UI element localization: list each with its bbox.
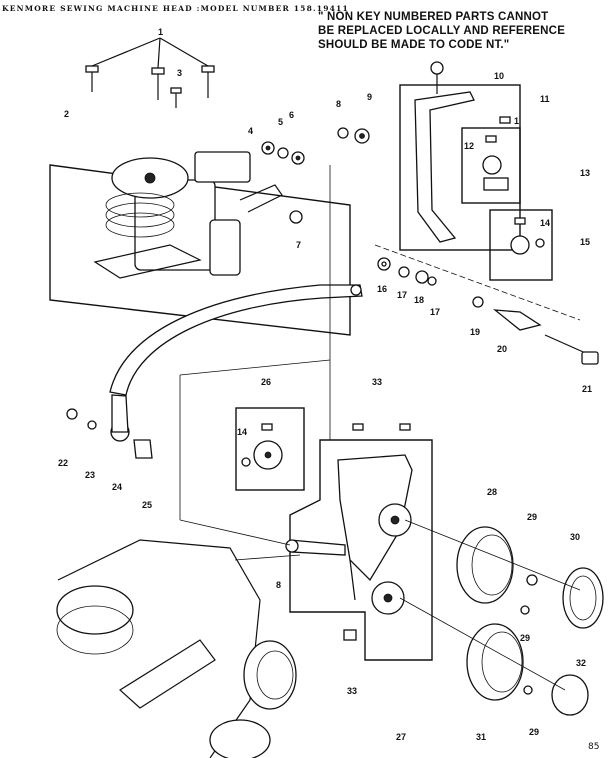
callout-6: 6	[289, 110, 294, 120]
callout-9: 9	[367, 92, 372, 102]
callout-31: 31	[476, 732, 486, 742]
callout-26: 26	[261, 377, 271, 387]
callout-25: 25	[142, 500, 152, 510]
screw-set-1	[85, 37, 215, 108]
callout-20: 20	[497, 344, 507, 354]
callout-12: 12	[464, 141, 474, 151]
page-code: 85	[588, 742, 600, 752]
callout-29: 29	[527, 512, 537, 522]
callout-1b: 1	[514, 116, 519, 126]
callout-8b: 8	[276, 580, 281, 590]
stitch-cam-bracket	[285, 423, 413, 641]
callout-17b: 17	[430, 307, 440, 317]
cam-follower-panel	[235, 407, 305, 491]
stitch-cam-panel	[289, 439, 433, 661]
head-assembly-panel	[49, 164, 351, 336]
callout-10: 10	[494, 71, 504, 81]
callout-17: 17	[397, 290, 407, 300]
shaft-components	[374, 244, 599, 365]
callout-24: 24	[112, 482, 122, 492]
cam-follower-part	[241, 423, 283, 470]
presser-foot-lever	[414, 61, 511, 243]
callout-14b: 14	[237, 427, 247, 437]
callout-4: 4	[248, 126, 253, 136]
cam-stack-assembly	[93, 151, 303, 279]
bobbin-winder-part	[510, 217, 545, 255]
callout-18: 18	[414, 295, 424, 305]
callout-1: 1	[158, 27, 163, 37]
stitch-dials	[399, 519, 604, 716]
callout-30: 30	[570, 532, 580, 542]
callout-33b: 33	[347, 686, 357, 696]
note-line-2: BE REPLACED LOCALLY AND REFERENCE	[318, 25, 566, 37]
diagram-title: KENMORE SEWING MACHINE HEAD :MODEL NUMBE…	[2, 4, 349, 13]
callout-13: 13	[580, 168, 590, 178]
parts-note: " NON KEY NUMBERED PARTS CANNOT BE REPLA…	[318, 10, 604, 52]
callout-23: 23	[85, 470, 95, 480]
thread-guide-panel	[461, 127, 521, 204]
callout-14: 14	[540, 218, 550, 228]
callout-8: 8	[336, 99, 341, 109]
thread-guide-part	[482, 135, 509, 191]
note-line-3: SHOULD BE MADE TO CODE NT."	[318, 39, 510, 51]
bobbin-winder-panel	[489, 209, 553, 281]
callout-28: 28	[487, 487, 497, 497]
callout-11: 11	[540, 94, 550, 104]
callout-27: 27	[396, 732, 406, 742]
callout-19: 19	[470, 327, 480, 337]
nuts-and-washers	[261, 127, 370, 165]
feed-link-arm	[66, 284, 363, 459]
callout-33: 33	[372, 377, 382, 387]
callout-29b: 29	[520, 633, 530, 643]
callout-29c: 29	[529, 727, 539, 737]
leader-lines	[179, 165, 331, 546]
callout-2: 2	[64, 109, 69, 119]
callout-15: 15	[580, 237, 590, 247]
callout-7: 7	[296, 240, 301, 250]
callout-21: 21	[582, 384, 592, 394]
machine-body-partial	[56, 539, 301, 758]
note-line-1: " NON KEY NUMBERED PARTS CANNOT	[318, 11, 549, 23]
callout-16: 16	[377, 284, 387, 294]
callout-32: 32	[576, 658, 586, 668]
callout-22: 22	[58, 458, 68, 468]
callout-5: 5	[278, 117, 283, 127]
callout-3: 3	[177, 68, 182, 78]
